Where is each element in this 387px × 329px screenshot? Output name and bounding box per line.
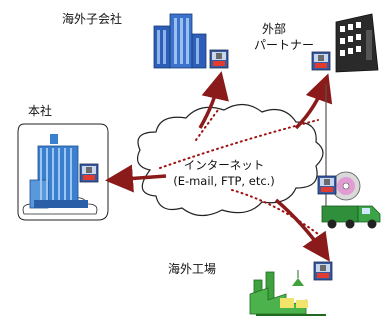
subsidiary-package-icon <box>209 49 229 69</box>
partner-package-icon <box>311 51 331 71</box>
office-building-icon <box>29 134 88 209</box>
partner-label-line1: 外部 <box>262 22 287 36</box>
skyscraper-icon <box>153 13 207 69</box>
arrow-to-partner <box>294 73 333 130</box>
arrow-to-factory <box>274 198 330 262</box>
factory-package-icon <box>313 261 333 281</box>
internet-cloud <box>137 103 324 217</box>
truck-icon <box>321 205 381 229</box>
dark-building-icon <box>335 13 379 73</box>
internet-protocols-label: (E-mail, FTP, etc.) <box>173 174 275 188</box>
truck-package-icon <box>317 175 337 195</box>
partner-label-line2: パートナー <box>254 38 315 52</box>
overseas-factory-label: 海外工場 <box>168 262 217 276</box>
arrow-to-head-office <box>105 164 167 193</box>
head-office-package-icon <box>79 163 99 183</box>
factory-icon <box>249 270 326 316</box>
arrow-to-subsidiary <box>198 71 229 129</box>
internet-label: インターネット <box>183 158 265 172</box>
cd-disc-icon <box>331 171 361 201</box>
dotted-route-subsidiary <box>195 109 219 141</box>
head-office-label: 本社 <box>28 104 53 118</box>
overseas-subsidiary-label: 海外子会社 <box>62 12 123 26</box>
